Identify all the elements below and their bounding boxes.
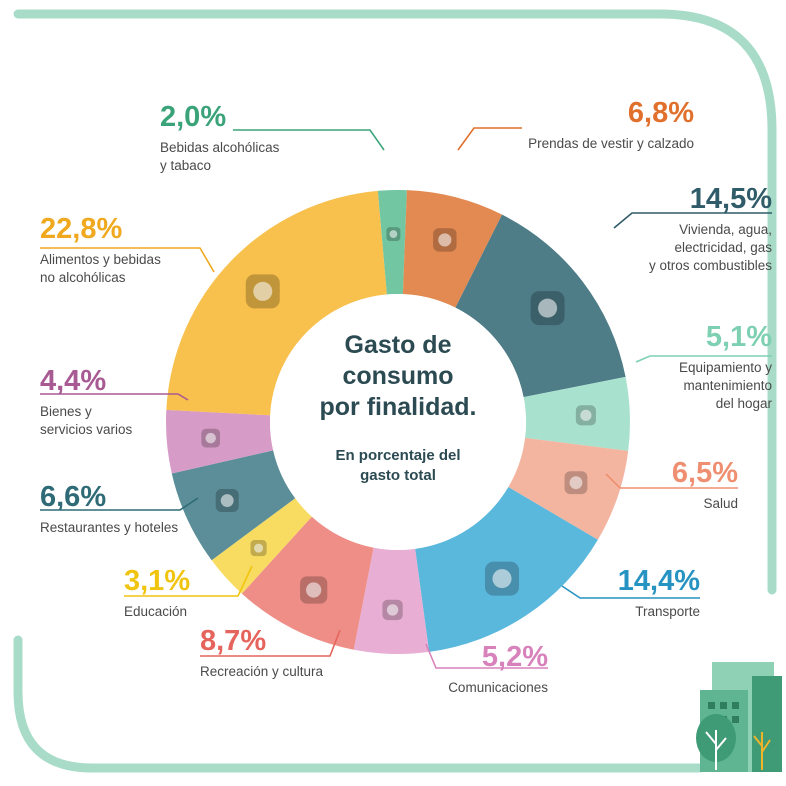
frame-bottom-border <box>13 635 705 773</box>
guitar-icon <box>300 576 328 604</box>
slice-alimentos-y-bebidas-no-alcoholicas <box>166 190 387 416</box>
chart-subtitle: En porcentaje del gasto total <box>335 447 460 484</box>
tshirt-icon <box>433 228 457 252</box>
slice-equipamiento-y-mantenimiento-del-hogar <box>523 376 630 451</box>
slice-icons <box>201 227 596 621</box>
leader-line-vivienda-agua-electricidad-gas-y-otros-combustibles <box>613 212 772 229</box>
category-label: no alcohólicas <box>40 270 126 285</box>
label-equipamiento-y-mantenimiento-del-hogar: 5,1% Equipamiento y mantenimiento del hogar <box>679 321 773 411</box>
leader-line-equipamiento-y-mantenimiento-del-hogar <box>635 355 772 363</box>
category-label: electricidad, gas <box>674 240 772 255</box>
value-label: 6,5% <box>672 457 738 489</box>
phone-icon <box>382 599 403 621</box>
label-educacion: 3,1% Educación <box>124 565 190 619</box>
washing-machine-icon <box>575 405 596 426</box>
label-vivienda-agua-electricidad-gas-y-otros-combustibles: 14,5% Vivienda, agua, electricidad, gas y o… <box>649 183 772 273</box>
slice-recreacion-y-cultura <box>241 516 374 650</box>
health-cross-icon <box>564 471 588 495</box>
value-label: 3,1% <box>124 565 190 597</box>
slice-transporte <box>415 486 598 652</box>
leader-lines <box>40 127 772 669</box>
slice-prendas-de-vestir-y-calzado <box>402 190 503 308</box>
label-prendas-de-vestir-y-calzado: 6,8% Prendas de vestir y calzado <box>528 97 694 151</box>
category-label: Restaurantes y hoteles <box>40 520 178 535</box>
label-bienes-y-servicios-varios: 4,4% Bienes y servicios varios <box>40 365 133 437</box>
value-label: 6,6% <box>40 481 106 513</box>
scissors-icon <box>201 428 221 448</box>
category-label: y otros combustibles <box>649 258 772 273</box>
label-salud: 6,5% Salud <box>672 457 738 511</box>
leader-line-alimentos-y-bebidas-no-alcoholicas <box>40 247 215 273</box>
category-label: Educación <box>124 604 187 619</box>
category-label: Equipamiento y <box>679 360 772 375</box>
leader-line-comunicaciones <box>425 643 548 669</box>
slice-bebidas-alcoholicas-y-tabaco <box>377 189 407 295</box>
label-transporte: 14,4% Transporte <box>618 565 700 619</box>
category-label: mantenimiento <box>683 378 772 393</box>
value-label: 6,8% <box>628 97 694 129</box>
value-label: 5,1% <box>706 321 772 353</box>
subtitle-line-2: gasto total <box>360 467 436 484</box>
slice-comunicaciones <box>353 547 430 654</box>
slice-bienes-y-servicios-varios <box>166 409 274 474</box>
value-label: 5,2% <box>482 641 548 673</box>
title-line-1: Gasto de <box>345 331 452 359</box>
leader-line-transporte <box>561 585 700 599</box>
value-label: 22,8% <box>40 213 122 245</box>
category-label: y tabaco <box>160 158 211 173</box>
leader-line-bebidas-alcoholicas-y-tabaco <box>233 129 385 151</box>
slice-restaurantes-y-hoteles <box>171 450 296 561</box>
plate-suitcase-icon <box>215 489 239 513</box>
category-label: del hogar <box>716 396 773 411</box>
leader-line-recreacion-y-cultura <box>200 629 341 657</box>
slice-labels: 2,0% Bebidas alcohólicas y tabaco 6,8% Prend… <box>40 97 773 695</box>
label-bebidas-alcoholicas-y-tabaco: 2,0% Bebidas alcohólicas y tabaco <box>160 101 280 173</box>
subtitle-line-1: En porcentaje del <box>335 447 460 464</box>
city-trees-icon <box>696 662 782 772</box>
category-label: Recreación y cultura <box>200 664 324 679</box>
chart-title: Gasto de consumo por finalidad. <box>320 331 477 421</box>
book-icon <box>250 540 267 557</box>
label-comunicaciones: 5,2% Comunicaciones <box>448 641 548 695</box>
key-bulb-icon <box>530 291 565 326</box>
title-line-2: consumo <box>342 362 453 390</box>
title-line-3: por finalidad. <box>320 393 477 421</box>
leader-line-salud <box>605 473 738 489</box>
label-restaurantes-y-hoteles: 6,6% Restaurantes y hoteles <box>40 481 178 535</box>
category-label: Alimentos y bebidas <box>40 252 161 267</box>
value-label: 4,4% <box>40 365 106 397</box>
category-label: Bienes y <box>40 404 92 419</box>
chicken-icon <box>245 274 280 309</box>
slice-salud <box>508 437 629 540</box>
leader-line-restaurantes-y-hoteles <box>40 497 199 511</box>
value-label: 14,4% <box>618 565 700 597</box>
value-label: 14,5% <box>690 183 772 215</box>
label-alimentos-y-bebidas-no-alcoholicas: 22,8% Alimentos y bebidas no alcohólicas <box>40 213 161 285</box>
value-label: 8,7% <box>200 625 266 657</box>
car-icon <box>485 561 520 596</box>
leader-line-prendas-de-vestir-y-calzado <box>457 127 522 151</box>
value-label: 2,0% <box>160 101 226 133</box>
donut-hole <box>270 294 526 550</box>
category-label: servicios varios <box>40 422 133 437</box>
category-label: Transporte <box>635 604 700 619</box>
category-label: Comunicaciones <box>448 680 548 695</box>
frame-top-border <box>13 9 777 595</box>
leader-line-bienes-y-servicios-varios <box>40 393 189 401</box>
category-label: Vivienda, agua, <box>679 222 772 237</box>
leader-line-educacion <box>124 565 253 597</box>
label-recreacion-y-cultura: 8,7% Recreación y cultura <box>200 625 324 679</box>
category-label: Salud <box>703 496 738 511</box>
bottle-icon <box>386 227 401 242</box>
donut-ring <box>166 189 630 654</box>
category-label: Prendas de vestir y calzado <box>528 136 694 151</box>
category-label: Bebidas alcohólicas <box>160 140 280 155</box>
